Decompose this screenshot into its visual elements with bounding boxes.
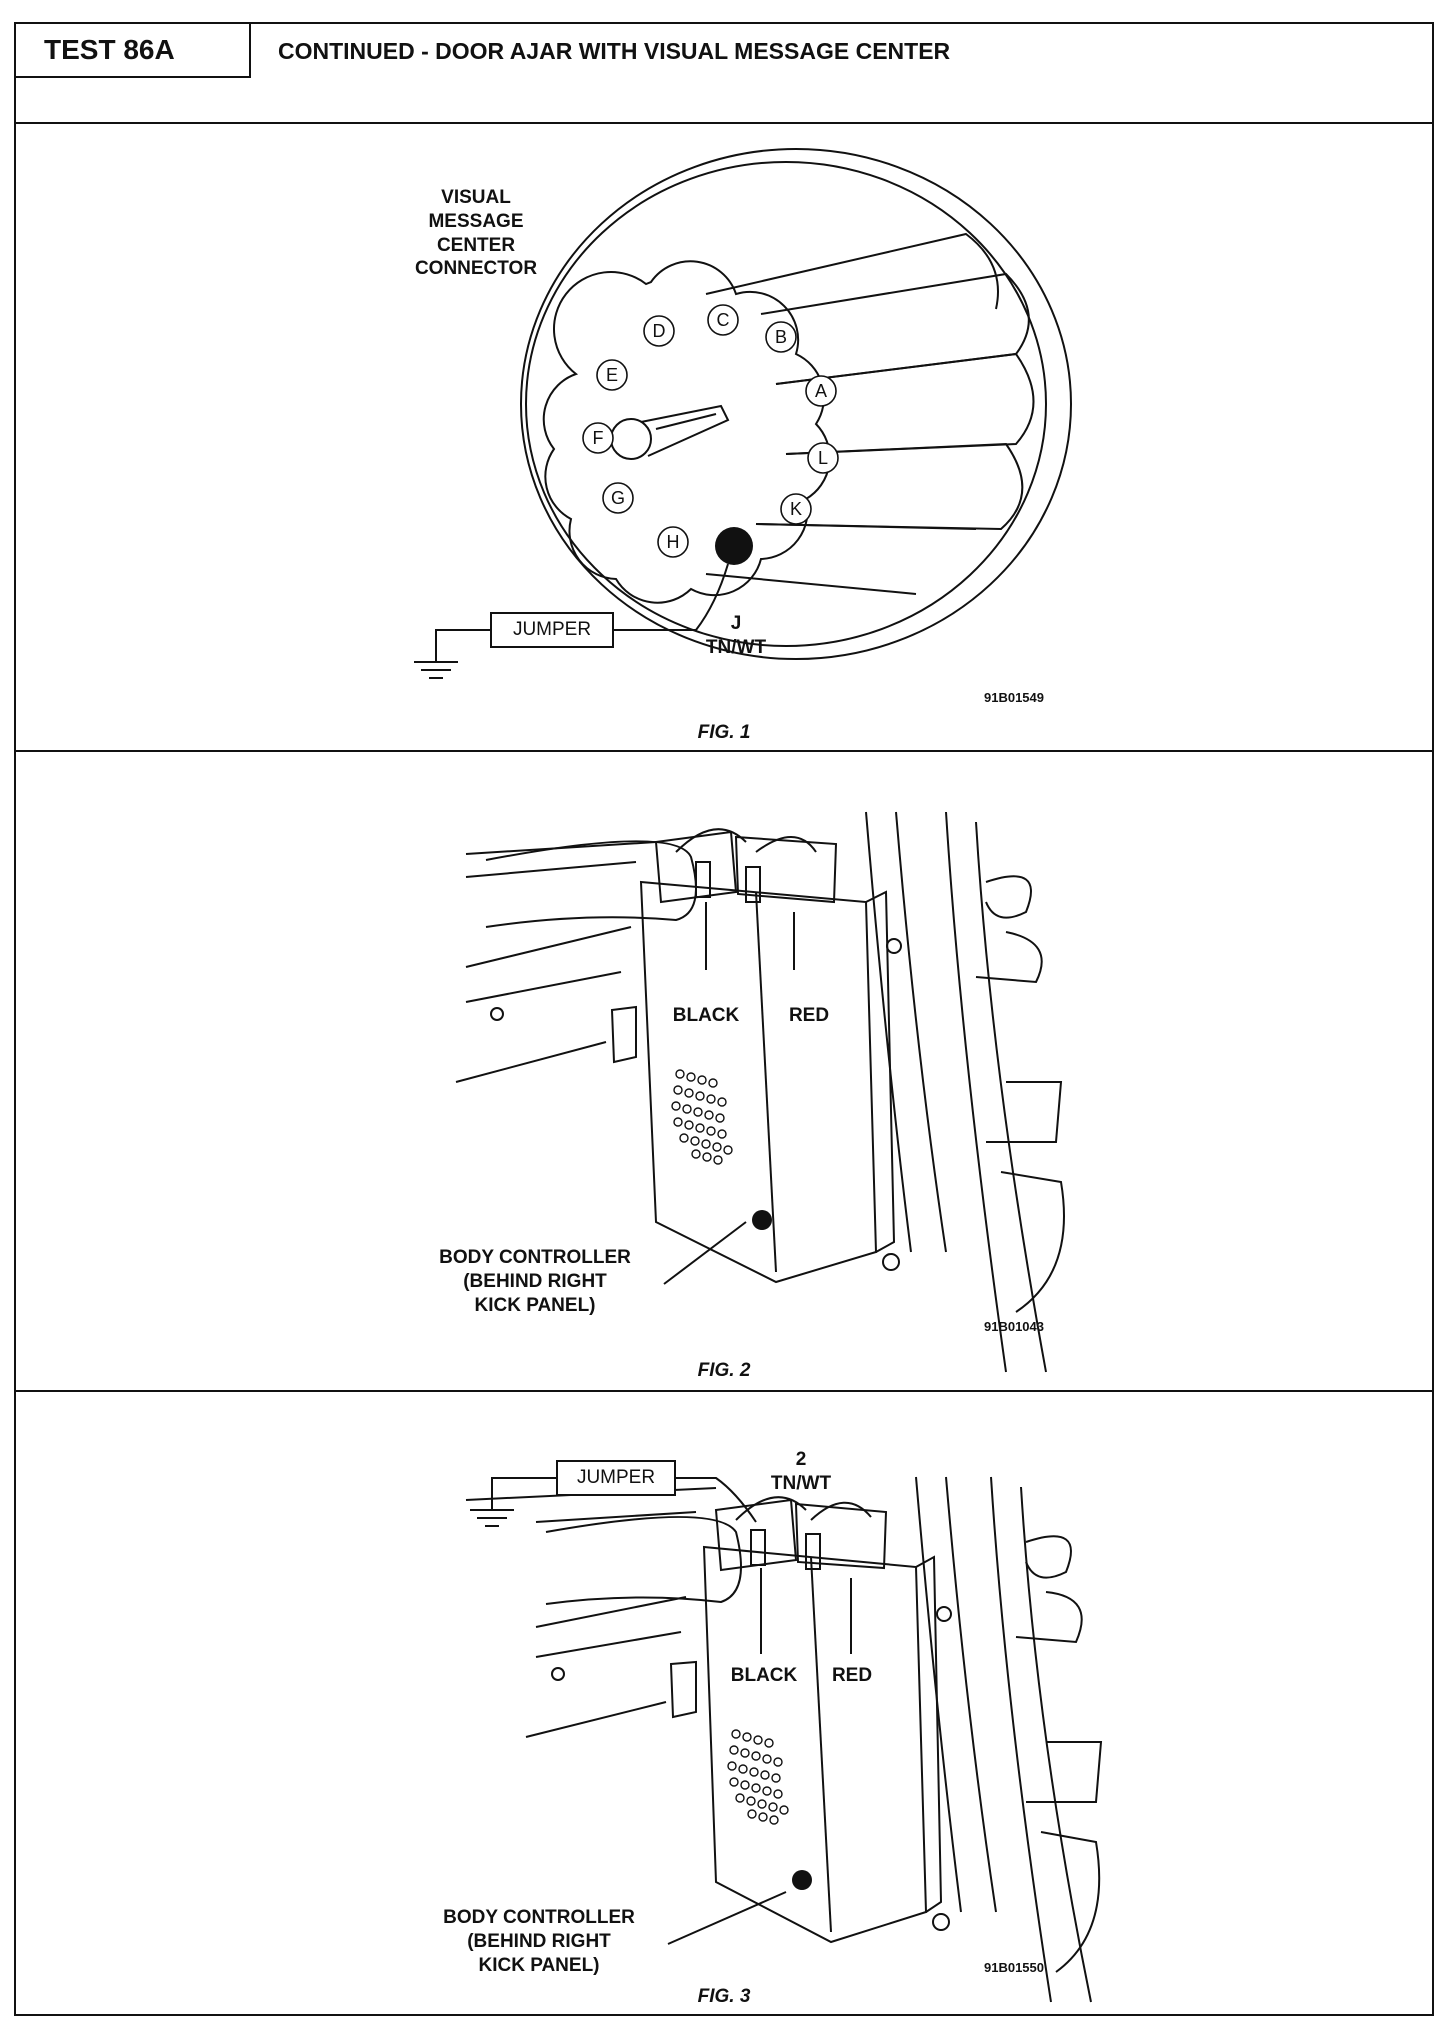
svg-text:C: C <box>717 310 730 330</box>
figure-2-caption: FIG. 2 <box>697 1360 751 1381</box>
body-controller-label: BODY CONTROLLER (BEHIND RIGHT KICK PANEL… <box>439 1247 631 1316</box>
figure-2-code: 91B01043 <box>984 1319 1044 1334</box>
connector-housing-rear <box>520 148 1072 660</box>
connector-housing-rim <box>525 161 1047 647</box>
svg-text:G: G <box>611 488 625 508</box>
figure-1-caption: FIG. 1 <box>697 722 751 743</box>
body-controller-label: BODY CONTROLLER (BEHIND RIGHT KICK PANEL… <box>443 1907 635 1976</box>
figure-3-caption: FIG. 3 <box>697 1986 751 2007</box>
svg-text:H: H <box>667 532 680 552</box>
ground-lead <box>491 1477 556 1510</box>
jumper-lead <box>676 1477 757 1523</box>
ground-lead <box>435 629 490 662</box>
svg-text:F: F <box>593 428 604 448</box>
key-slot <box>640 404 730 457</box>
pin-j-label: J TN/WT <box>705 613 767 658</box>
connector-face-outline <box>542 260 831 604</box>
svg-text:A: A <box>815 381 827 401</box>
page-title: CONTINUED - DOOR AJAR WITH VISUAL MESSAG… <box>278 38 951 64</box>
pin-d: D <box>643 315 675 347</box>
figure-3-drawing <box>465 1476 1103 2003</box>
pin-a: A <box>805 375 837 407</box>
jumper-box: JUMPER <box>556 1460 676 1496</box>
pin-g: G <box>602 482 634 514</box>
page-frame: TEST 86A CONTINUED - DOOR AJAR WITH VISU… <box>14 22 1434 2016</box>
svg-text:E: E <box>606 365 618 385</box>
black-connector-label: BLACK <box>672 1005 740 1026</box>
controller-body <box>702 1545 928 1944</box>
test-number: TEST 86A <box>16 24 251 78</box>
pin-e: E <box>596 359 628 391</box>
svg-text:L: L <box>818 448 828 468</box>
red-connector-label: RED <box>788 1005 830 1026</box>
black-connector <box>714 1498 798 1572</box>
figure-1-code: 91B01549 <box>984 690 1044 705</box>
jumper-box: JUMPER <box>490 612 614 648</box>
pin-j-probe <box>715 527 753 565</box>
vent-holes <box>727 1729 789 1825</box>
controller-body <box>639 880 878 1284</box>
pin-h: H <box>657 526 689 558</box>
controller-test-point <box>792 1870 812 1890</box>
figure-2-drawing <box>455 811 1065 1373</box>
svg-text:B: B <box>775 327 787 347</box>
jumper-lead <box>614 563 729 631</box>
black-connector-label: BLACK <box>730 1665 798 1686</box>
pin-k: K <box>780 493 812 525</box>
figure-3-code: 91B01550 <box>984 1960 1044 1975</box>
svg-text:D: D <box>653 321 666 341</box>
red-connector <box>734 835 838 904</box>
svg-text:K: K <box>790 499 802 519</box>
key-post <box>610 418 652 460</box>
page-header: TEST 86A CONTINUED - DOOR AJAR WITH VISU… <box>16 24 1432 124</box>
red-connector <box>794 1502 888 1570</box>
pin-l: L <box>807 442 839 474</box>
pin-f: F <box>582 422 614 454</box>
pin-b: B <box>765 321 797 353</box>
figure-2-panel: BLACK RED BODY CONTROLLER (BEHIND RIGHT … <box>16 752 1432 1392</box>
vent-holes <box>671 1069 733 1165</box>
connector-label: VISUAL MESSAGE CENTER CONNECTOR <box>414 187 538 280</box>
red-connector-label: RED <box>831 1665 873 1686</box>
pin-c: C <box>707 304 739 336</box>
black-connector <box>654 830 738 904</box>
figure-1-drawing: D C B A E F L G K H <box>414 148 1072 679</box>
pin-2-label: 2 TN/WT <box>770 1449 832 1494</box>
figure-1-panel: D C B A E F L G K H VISUAL <box>16 124 1432 752</box>
controller-test-point <box>752 1210 772 1230</box>
figure-3-panel: JUMPER 2 TN/WT BLACK RED BODY CONTROLLER… <box>16 1392 1432 2016</box>
